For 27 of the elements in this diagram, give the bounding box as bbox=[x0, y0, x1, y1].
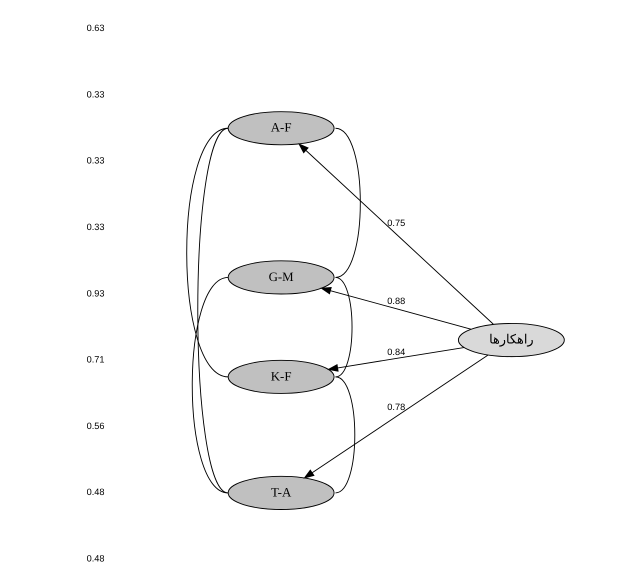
edge-label: 0.78 bbox=[386, 402, 405, 412]
arrow bbox=[302, 354, 488, 479]
label: 0.63 bbox=[86, 23, 104, 34]
label: 0.93 bbox=[86, 288, 104, 298]
node-ellipse: A-F bbox=[227, 111, 334, 146]
label: 0.48 bbox=[86, 554, 104, 564]
node-ellipse: T-A bbox=[227, 476, 334, 510]
edge-label: 0.75 bbox=[386, 218, 405, 228]
label: 0.33 bbox=[86, 222, 104, 232]
connector bbox=[196, 128, 228, 494]
connector bbox=[191, 276, 228, 494]
node-ellipse: راهکارها bbox=[457, 323, 564, 358]
label: 0.48 bbox=[86, 487, 104, 498]
arrow bbox=[298, 143, 494, 325]
label: 0.71 bbox=[86, 354, 104, 365]
label: 0.56 bbox=[86, 420, 104, 431]
edge-label: 0.88 bbox=[386, 296, 405, 306]
arrow bbox=[320, 287, 471, 330]
connector bbox=[334, 128, 360, 278]
connector bbox=[334, 276, 352, 378]
arrow bbox=[326, 347, 464, 372]
connector bbox=[186, 128, 228, 378]
label: 0.33 bbox=[86, 156, 104, 166]
label: 0.33 bbox=[86, 89, 104, 100]
node-ellipse: K-F bbox=[227, 360, 334, 394]
edge-label: 0.84 bbox=[386, 346, 405, 357]
connector bbox=[334, 376, 355, 494]
